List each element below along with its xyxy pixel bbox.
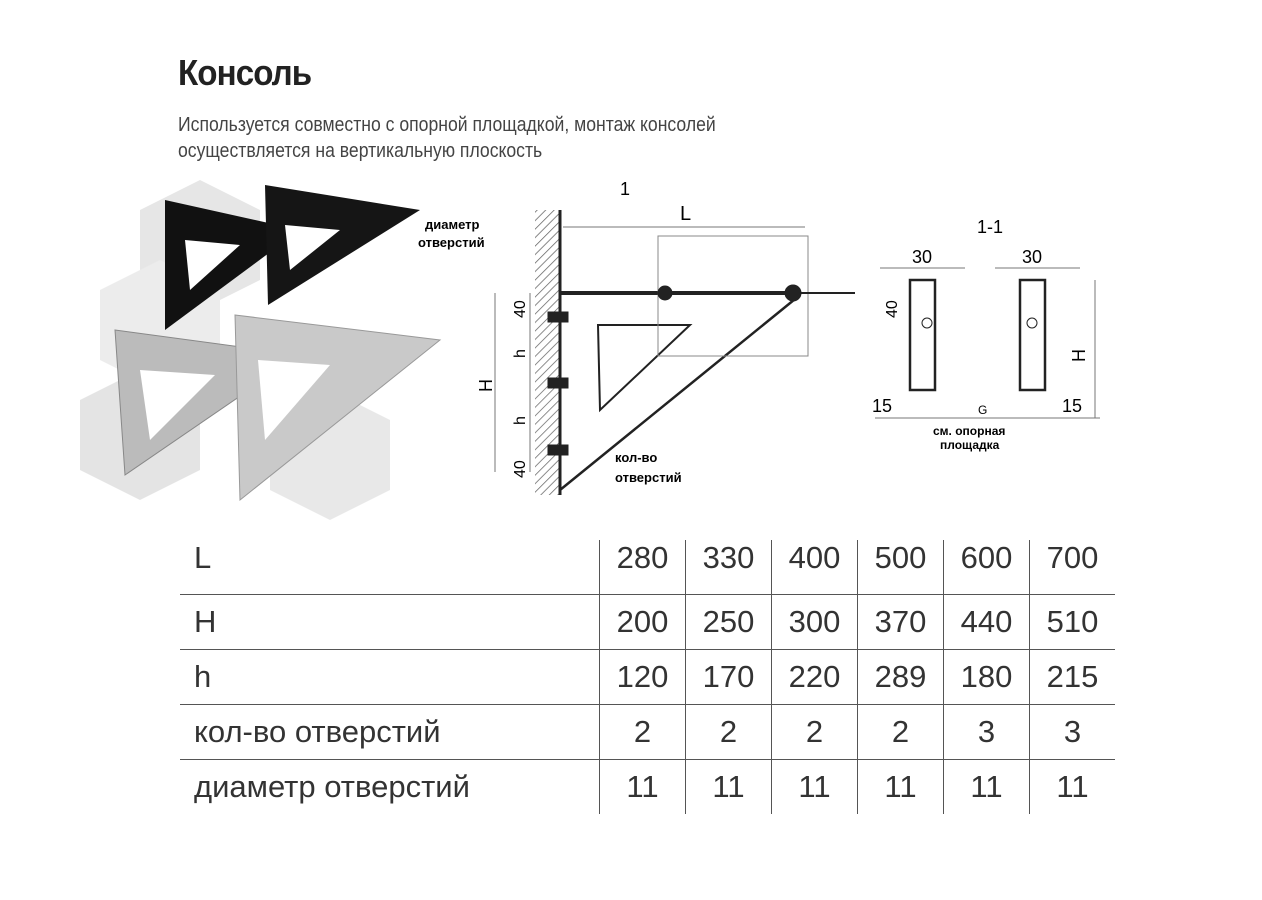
table-cell: 11 — [943, 759, 1030, 814]
table-cell: 11 — [1029, 759, 1115, 814]
dim-30: 30 — [1022, 247, 1042, 267]
bracket-drawing — [494, 226, 855, 491]
table-cell: 11 — [599, 759, 686, 814]
table-cell: 289 — [857, 649, 944, 705]
table-cell: 2 — [771, 704, 858, 760]
table-cell: 3 — [1029, 704, 1115, 760]
table-cell: 300 — [771, 594, 858, 650]
table-cell: 215 — [1029, 649, 1115, 705]
table-cell: 370 — [857, 594, 944, 650]
table-cell: 3 — [943, 704, 1030, 760]
row-label: диаметр отверстий — [194, 769, 470, 804]
dim-15: 15 — [872, 396, 892, 416]
description-line: Используется совместно с опорной площадк… — [178, 114, 716, 136]
table-cell: 400 — [771, 540, 858, 595]
page-title: Консоль — [178, 52, 312, 93]
hole-diameter-label: диаметр — [425, 217, 480, 232]
row-label: H — [180, 594, 600, 650]
table-cell: 2 — [599, 704, 686, 760]
section-mark-label: 1 — [620, 179, 630, 199]
hole-diameter-label: отверстий — [418, 235, 485, 250]
dim-L: L — [680, 203, 691, 225]
dim-40: 40 — [512, 460, 529, 478]
table-cell: 440 — [943, 594, 1030, 650]
table-cell: 11 — [771, 759, 858, 814]
hole-count-label: кол-во — [615, 450, 657, 465]
description: Используется совместно с опорной площадк… — [178, 112, 794, 164]
table-cell: 220 — [771, 649, 858, 705]
table-cell: 11 — [685, 759, 772, 814]
dim-30: 30 — [912, 247, 932, 267]
row-label: L — [180, 540, 600, 595]
dim-h: h — [512, 349, 529, 358]
table-cell: 280 — [599, 540, 686, 595]
table-cell: 11 — [857, 759, 944, 814]
table-cell: 510 — [1029, 594, 1115, 650]
section-drawing — [875, 267, 1100, 419]
row-label: h — [180, 649, 600, 705]
table-cell: 170 — [685, 649, 772, 705]
table-cell: 700 — [1029, 540, 1115, 595]
dim-h: h — [512, 416, 529, 425]
dim-G: G — [978, 403, 987, 417]
dim-H: H — [1069, 349, 1089, 362]
table-cell: 500 — [857, 540, 944, 595]
table-cell: 2 — [857, 704, 944, 760]
table-cell: 120 — [599, 649, 686, 705]
dim-H: H — [476, 379, 496, 392]
dim-15: 15 — [1062, 396, 1082, 416]
description-line: осуществляется на вертикальную плоскость — [178, 140, 543, 162]
table-cell: 2 — [685, 704, 772, 760]
section-title: 1-1 — [977, 217, 1003, 237]
table-cell: 250 — [685, 594, 772, 650]
table-cell: 200 — [599, 594, 686, 650]
table-cell: 180 — [943, 649, 1030, 705]
table-cell: 600 — [943, 540, 1030, 595]
row-label: кол-во отверстий — [180, 704, 600, 760]
dim-40: 40 — [512, 300, 529, 318]
support-ref-label: см. опорная — [933, 424, 1005, 438]
product-photo — [80, 180, 442, 520]
dim-40: 40 — [884, 300, 901, 318]
table-cell: 330 — [685, 540, 772, 595]
support-ref-label: площадка — [940, 438, 1000, 452]
hole-count-label: отверстий — [615, 470, 682, 485]
